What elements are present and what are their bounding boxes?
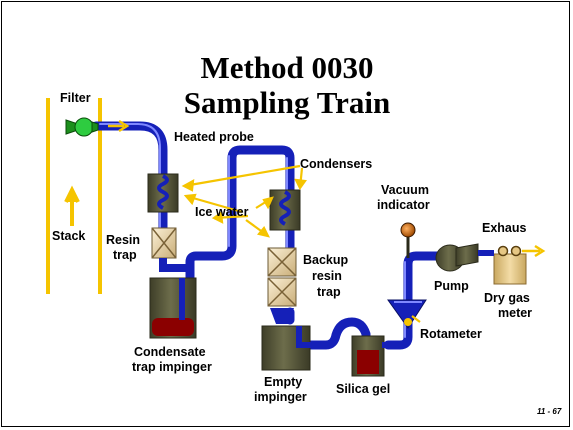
- resin-trap-label-2: trap: [113, 248, 137, 262]
- resin-trap-icon: [151, 227, 190, 272]
- heated-probe-label: Heated probe: [174, 130, 254, 144]
- pump-label: Pump: [434, 279, 469, 293]
- silica-gel-icon: [351, 335, 390, 377]
- pump-icon: [435, 243, 479, 272]
- vacuum-gauge-icon: [400, 222, 416, 258]
- backup-resin-trap-label-1: Backup: [303, 253, 349, 267]
- condensate-trap-impinger-label-1: Condensate: [134, 345, 206, 359]
- callout-arrows: [181, 164, 421, 323]
- condensate-trap-impinger-icon: [149, 277, 197, 339]
- backup-resin-trap-label-3: trap: [317, 285, 341, 299]
- condensate-trap-impinger-label-2: trap impinger: [132, 360, 212, 374]
- dry-gas-meter-icon: [478, 245, 527, 285]
- vacuum-indicator-label-2: indicator: [377, 198, 430, 212]
- stack-flow-arrow: [64, 185, 80, 226]
- probe-flow-arrow: [108, 119, 130, 133]
- filter-icon: [65, 117, 99, 137]
- condensers-label: Condensers: [300, 157, 372, 171]
- empty-impinger-label-1: Empty: [264, 375, 302, 389]
- filter-label: Filter: [60, 91, 91, 105]
- stack-wall-left: [46, 98, 50, 294]
- vacuum-indicator-label-1: Vacuum: [381, 183, 429, 197]
- condenser-coil-icon: [269, 189, 301, 231]
- title-line-2: Sampling Train: [184, 85, 390, 120]
- backup-resin-trap-label-2: resin: [312, 269, 342, 283]
- empty-impinger-label-2: impinger: [254, 390, 307, 404]
- stack: [46, 98, 102, 294]
- rotameter-label: Rotameter: [420, 327, 482, 341]
- backup-resin-trap-icon: [267, 247, 297, 324]
- resin-trap-label-1: Resin: [106, 233, 140, 247]
- exhaust-flow-arrow: [522, 244, 546, 258]
- ice-water-label: Ice water: [195, 205, 249, 219]
- silica-gel-label: Silica gel: [336, 382, 390, 396]
- empty-impinger-icon: [261, 325, 312, 371]
- rotameter-icon: [387, 299, 427, 329]
- stack-wall-right: [98, 98, 102, 294]
- stack-label: Stack: [52, 229, 85, 243]
- dry-gas-meter-label-1: Dry gas: [484, 291, 530, 305]
- dry-gas-meter-label-2: meter: [498, 306, 532, 320]
- exhaust-label: Exhaus: [482, 221, 527, 235]
- slide-number: 11 - 67: [537, 407, 562, 416]
- condenser-coil-icon: [147, 173, 179, 213]
- title-line-1: Method 0030: [200, 50, 373, 85]
